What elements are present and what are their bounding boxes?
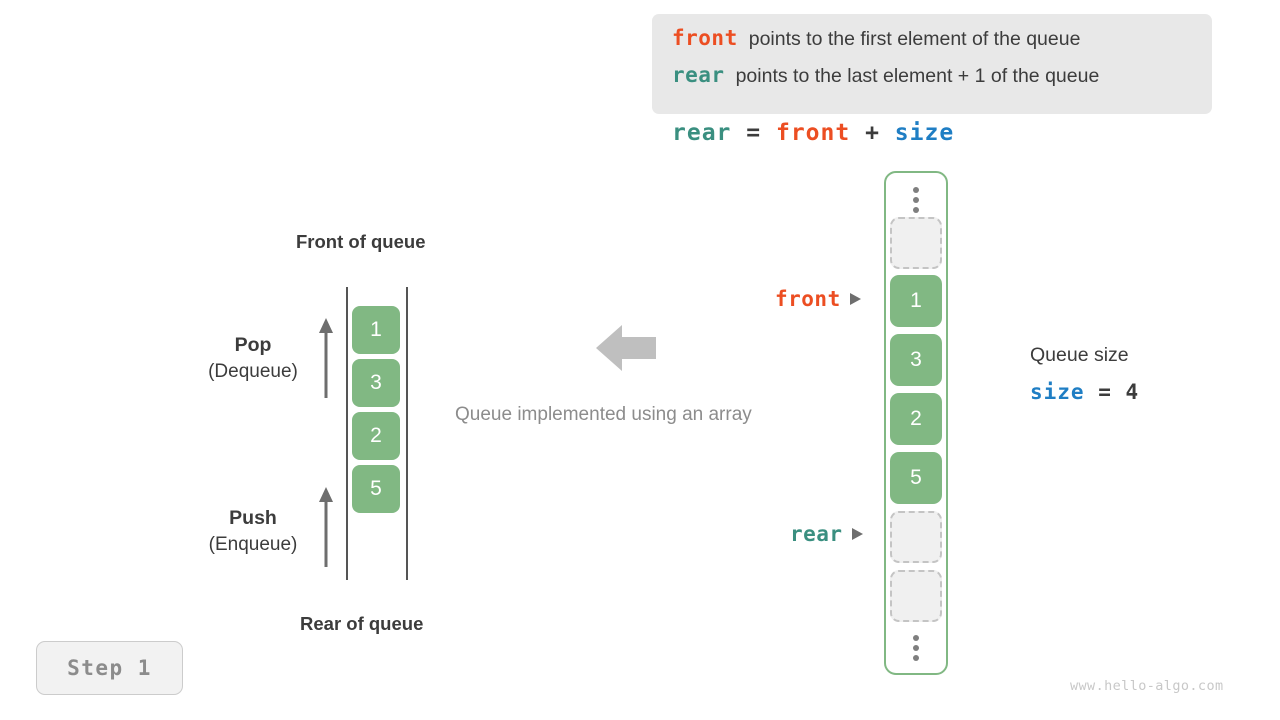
front-description: points to the first element of the queue <box>748 28 1081 50</box>
queue-rail-right <box>406 287 408 580</box>
formula-equals: = <box>746 120 762 146</box>
size-value: 4 <box>1125 380 1140 404</box>
push-title: Push <box>229 507 277 529</box>
queue-size-title: Queue size <box>1030 344 1129 366</box>
push-arrow-icon <box>318 487 334 567</box>
push-label-group: Push (Enqueue) <box>183 505 323 559</box>
rear-formula: rear = front + size <box>672 120 954 146</box>
rear-description: points to the last element + 1 of the qu… <box>735 65 1100 87</box>
array-slot-empty <box>890 217 942 269</box>
front-pointer-text: front <box>775 287 841 311</box>
front-pointer-arrow-icon <box>849 293 861 305</box>
front-keyword: front <box>672 26 738 50</box>
rear-pointer-arrow-icon <box>851 528 863 540</box>
pop-subtitle: (Dequeue) <box>208 361 298 382</box>
size-equals: = <box>1098 380 1112 404</box>
array-container: 1 3 2 5 <box>884 171 948 675</box>
queue-lane-cell: 1 <box>352 306 400 354</box>
watermark: www.hello-algo.com <box>1070 678 1224 694</box>
array-slot-filled: 2 <box>890 393 942 445</box>
top-ellipsis-icon <box>886 187 946 213</box>
queue-lane-cell: 3 <box>352 359 400 407</box>
push-subtitle: (Enqueue) <box>208 534 298 555</box>
rear-of-queue-label: Rear of queue <box>300 613 424 634</box>
pointer-definition-box: front points to the first element of the… <box>652 14 1212 114</box>
queue-lane-cell: 5 <box>352 465 400 513</box>
bottom-ellipsis-icon <box>886 635 946 661</box>
pop-title: Pop <box>234 334 272 356</box>
front-of-queue-label: Front of queue <box>296 231 426 252</box>
formula-term-size: size <box>894 120 955 146</box>
array-slot-filled: 1 <box>890 275 942 327</box>
array-slot-empty <box>890 570 942 622</box>
info-line-rear: rear points to the last element + 1 of t… <box>672 63 1192 100</box>
step-badge: Step 1 <box>36 641 183 695</box>
queue-rail-left <box>346 287 348 580</box>
info-line-front: front points to the first element of the… <box>672 26 1192 63</box>
queue-size-expression: size = 4 <box>1030 380 1139 404</box>
front-pointer-label: front <box>775 287 861 311</box>
formula-plus: + <box>865 120 880 146</box>
array-slot-filled: 3 <box>890 334 942 386</box>
pop-arrow-icon <box>318 318 334 398</box>
rear-pointer-label: rear <box>790 522 863 546</box>
diagram-caption: Queue implemented using an array <box>455 404 752 425</box>
formula-lhs: rear <box>672 120 732 146</box>
array-slot-filled: 5 <box>890 452 942 504</box>
queue-lane-cell: 2 <box>352 412 400 460</box>
formula-term-front: front <box>775 120 851 146</box>
size-var-name: size <box>1030 380 1085 404</box>
left-block-arrow-icon <box>596 323 656 378</box>
pop-label-group: Pop (Dequeue) <box>183 332 323 386</box>
rear-pointer-text: rear <box>790 522 843 546</box>
array-slot-empty <box>890 511 942 563</box>
rear-keyword: rear <box>672 63 725 87</box>
